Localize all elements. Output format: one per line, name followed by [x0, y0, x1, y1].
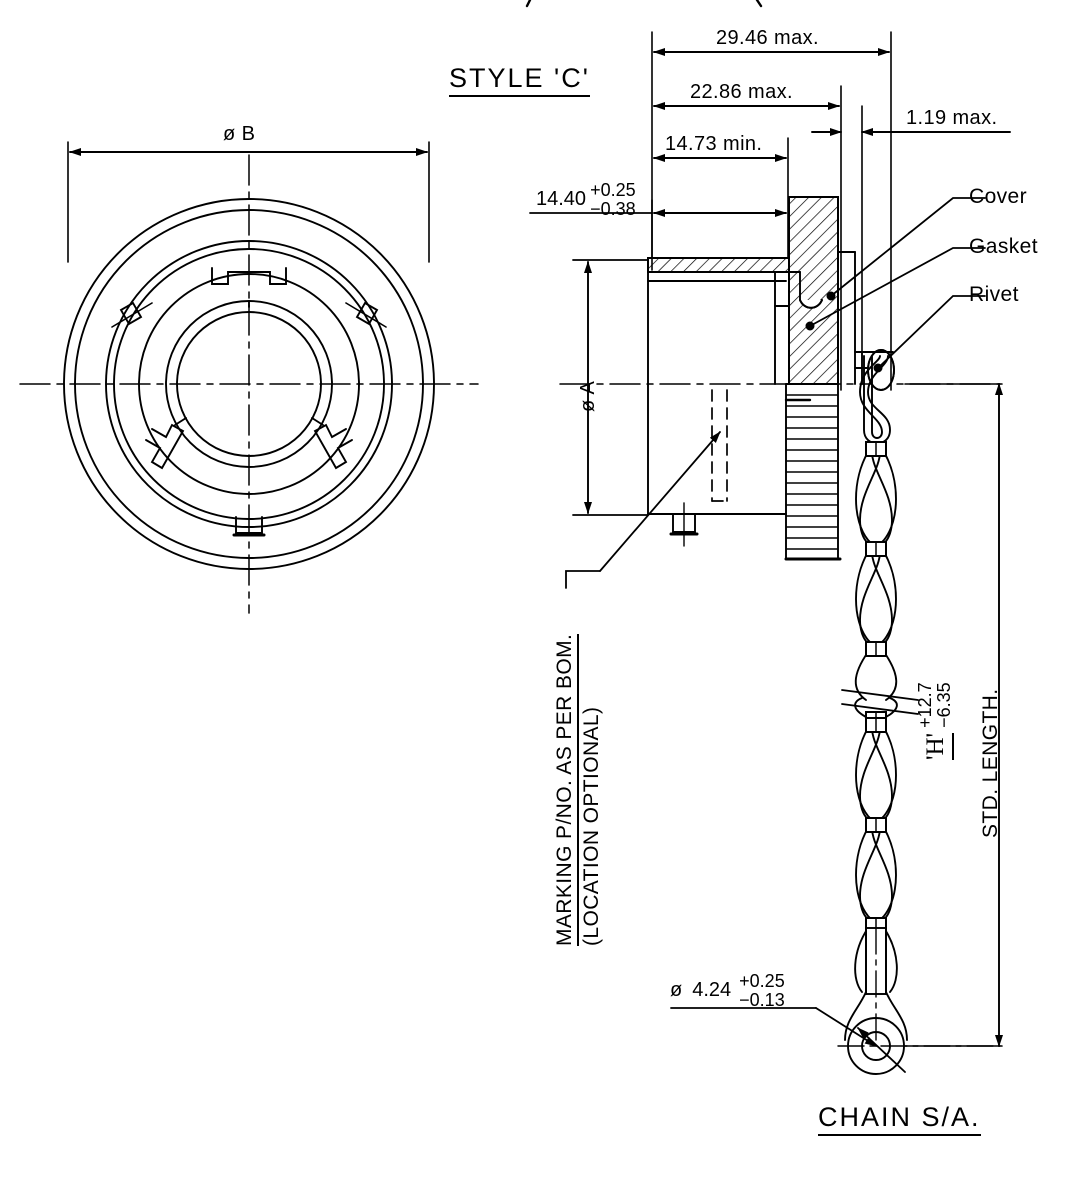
- leader-marking-note: [565, 431, 721, 589]
- section-marking-hidden: [711, 389, 728, 502]
- dim-label-overall-max: 29.46 max.: [716, 27, 819, 49]
- front-view-pin-left: [111, 301, 153, 328]
- leader-cover: [826, 197, 986, 301]
- dim-label-chain-eye-diameter: ø 4.24 +0.25 −0.13: [670, 972, 785, 1010]
- chain-assembly: [837, 355, 1001, 1075]
- cut-off-title-marks: [525, 0, 763, 8]
- dim-diameter-a: [572, 259, 649, 516]
- chain-link: [854, 641, 898, 701]
- note-marking-pno: MARKING P/NO. AS PER BOM.: [553, 633, 579, 946]
- dim-label-thread-min: 14.73 min.: [665, 133, 763, 155]
- view-label-style-c: STYLE 'C': [449, 65, 590, 97]
- section-gasket: [788, 271, 823, 309]
- section-cover-block: [788, 196, 839, 385]
- dim-label-diameter-a: ø A: [577, 380, 599, 412]
- chain-eyelet: [837, 927, 1001, 1075]
- dim-cover-1-19: [811, 105, 1011, 353]
- leader-label-gasket: Gasket: [969, 235, 1038, 258]
- section-knurled-body: [784, 383, 842, 561]
- note-location-optional: (LOCATION OPTIONAL): [580, 706, 603, 946]
- chain-length-tolerance-minus: −6.35: [933, 682, 954, 728]
- chain-link: [855, 817, 897, 923]
- dim-label-chain-length: 'H' +12.7 −6.35: [915, 682, 954, 760]
- front-view-pin-right: [345, 301, 387, 328]
- section-bottom-boss: [669, 502, 699, 547]
- chain-break-line: [841, 689, 919, 715]
- front-view-centrelines: [19, 154, 479, 614]
- leader-gasket: [805, 247, 986, 331]
- dim-label-shell-max: 22.86 max.: [690, 81, 793, 103]
- diameter-symbol-icon: ø: [670, 979, 683, 1002]
- leader-rivet: [873, 295, 986, 373]
- chain-eye-tolerance-minus: −0.13: [739, 989, 785, 1010]
- section-cover-step: [774, 271, 790, 307]
- view-label-chain-sa: CHAIN S/A.: [818, 1104, 981, 1136]
- chain-eye-diameter-value: 4.24: [692, 979, 732, 1002]
- section-shell-body: [647, 257, 787, 515]
- chain-link: [855, 541, 897, 647]
- seat-tolerance-minus: −0.38: [590, 198, 636, 219]
- dim-thread-14-73: [653, 137, 789, 259]
- seat-nominal-value: 14.40: [536, 188, 587, 211]
- dim-chain-length-H: [904, 383, 1003, 1047]
- dim-shell-22-86: [653, 85, 842, 391]
- chain-link: [855, 717, 897, 823]
- chain-link: [855, 441, 897, 547]
- section-cover-wall: [774, 251, 856, 385]
- dim-diameter-b: [67, 141, 430, 263]
- note-std-length: STD. LENGTH.: [979, 688, 1002, 838]
- chain-eye-tolerance-plus: +0.25: [739, 971, 785, 991]
- seat-tolerance-plus: +0.25: [590, 180, 636, 200]
- leader-chain-eye-dia: [670, 1007, 906, 1073]
- section-thread-plate: [647, 257, 790, 273]
- leader-label-rivet: Rivet: [969, 283, 1019, 306]
- dim-label-cover-thickness-max: 1.19 max.: [906, 107, 998, 129]
- dim-label-seat-tolerance: 14.40 +0.25 −0.38: [536, 181, 636, 219]
- dim-seat-14-40: [529, 199, 787, 259]
- leader-label-cover: Cover: [969, 185, 1028, 208]
- chain-length-tolerance-plus: +12.7: [915, 682, 935, 728]
- chain-length-symbol: 'H': [921, 732, 954, 760]
- dim-label-diameter-b: ø B: [223, 123, 256, 145]
